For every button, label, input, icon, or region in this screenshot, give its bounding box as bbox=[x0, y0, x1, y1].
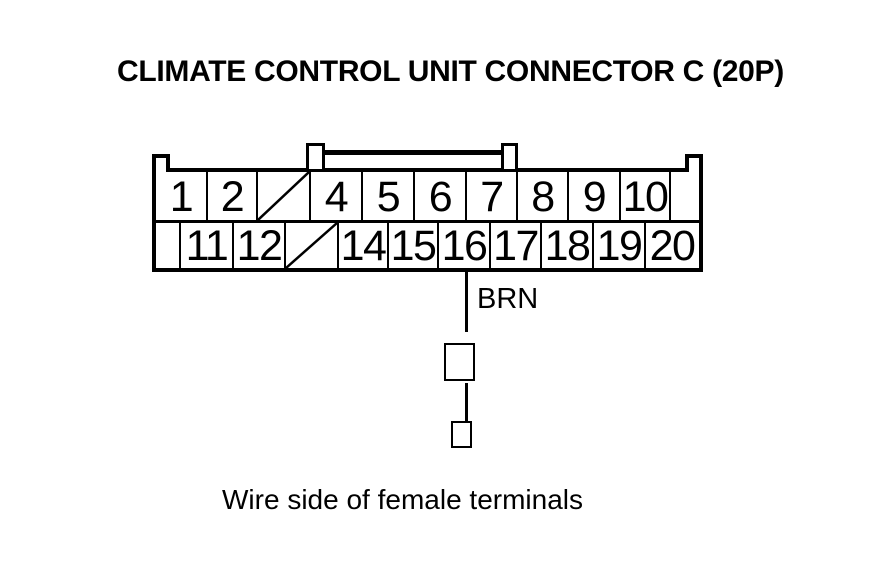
terminal-symbol-small bbox=[451, 421, 472, 448]
pin-cell-blank bbox=[671, 172, 698, 220]
pin-number: 11 bbox=[185, 223, 229, 268]
connector-notch-left bbox=[152, 154, 170, 172]
pin-cell-17: 17 bbox=[491, 223, 542, 268]
pin-number: 15 bbox=[390, 223, 437, 268]
connector-notch-right bbox=[685, 154, 703, 172]
pin-cell-slash bbox=[286, 223, 339, 268]
pin-number: 8 bbox=[531, 172, 555, 220]
no-pin-slash-icon bbox=[258, 172, 309, 220]
pin-number: 4 bbox=[324, 172, 349, 220]
pin-cell-2: 2 bbox=[208, 172, 258, 220]
pin-cell-slash bbox=[258, 172, 311, 220]
pin-cell-6: 6 bbox=[415, 172, 467, 220]
pin-number: 18 bbox=[544, 223, 591, 268]
pin-row-divider bbox=[156, 220, 699, 223]
pin-number: 9 bbox=[582, 172, 607, 220]
pin-number: 1 bbox=[169, 172, 194, 220]
diagram-caption: Wire side of female terminals bbox=[222, 484, 584, 515]
pin-number: 19 bbox=[596, 223, 643, 268]
wire-segment-upper bbox=[465, 272, 468, 332]
pin-cell-1: 1 bbox=[156, 172, 208, 220]
terminal-symbol-large bbox=[444, 343, 475, 381]
pin-cell-9: 9 bbox=[569, 172, 621, 220]
pin-cell-20: 20 bbox=[646, 223, 698, 268]
connector-lock-bar bbox=[323, 150, 503, 155]
connector-lock-tab-left bbox=[306, 143, 325, 172]
pin-number: 16 bbox=[441, 223, 488, 268]
pin-number: 20 bbox=[649, 223, 696, 268]
pin-cell-4: 4 bbox=[311, 172, 363, 220]
no-pin-slash-icon bbox=[286, 223, 337, 268]
wire-color-label: BRN bbox=[477, 283, 539, 315]
pin-cell-18: 18 bbox=[542, 223, 594, 268]
pin-cell-19: 19 bbox=[594, 223, 646, 268]
pin-cell-16: 16 bbox=[439, 223, 491, 268]
pin-cell-11: 11 bbox=[181, 223, 234, 268]
pin-number: 6 bbox=[428, 172, 453, 220]
pin-number: 2 bbox=[220, 172, 245, 220]
pin-cell-5: 5 bbox=[363, 172, 415, 220]
pin-cell-8: 8 bbox=[518, 172, 569, 220]
pin-cell-7: 7 bbox=[467, 172, 518, 220]
pin-number: 10 bbox=[622, 172, 669, 220]
wire-segment-lower bbox=[465, 383, 468, 422]
pin-cell-10: 10 bbox=[621, 172, 671, 220]
pin-cell-12: 12 bbox=[234, 223, 286, 268]
pin-number: 5 bbox=[376, 172, 401, 220]
pin-cell-14: 14 bbox=[339, 223, 389, 268]
connector-lock-tab-right bbox=[501, 143, 518, 172]
pin-cell-15: 15 bbox=[389, 223, 439, 268]
pin-number: 17 bbox=[493, 223, 539, 268]
pin-number: 7 bbox=[480, 172, 504, 220]
pin-number: 12 bbox=[236, 223, 283, 268]
pin-cell-blank bbox=[156, 223, 181, 268]
pin-number: 14 bbox=[340, 223, 387, 268]
diagram-title: CLIMATE CONTROL UNIT CONNECTOR C (20P) bbox=[117, 55, 784, 88]
